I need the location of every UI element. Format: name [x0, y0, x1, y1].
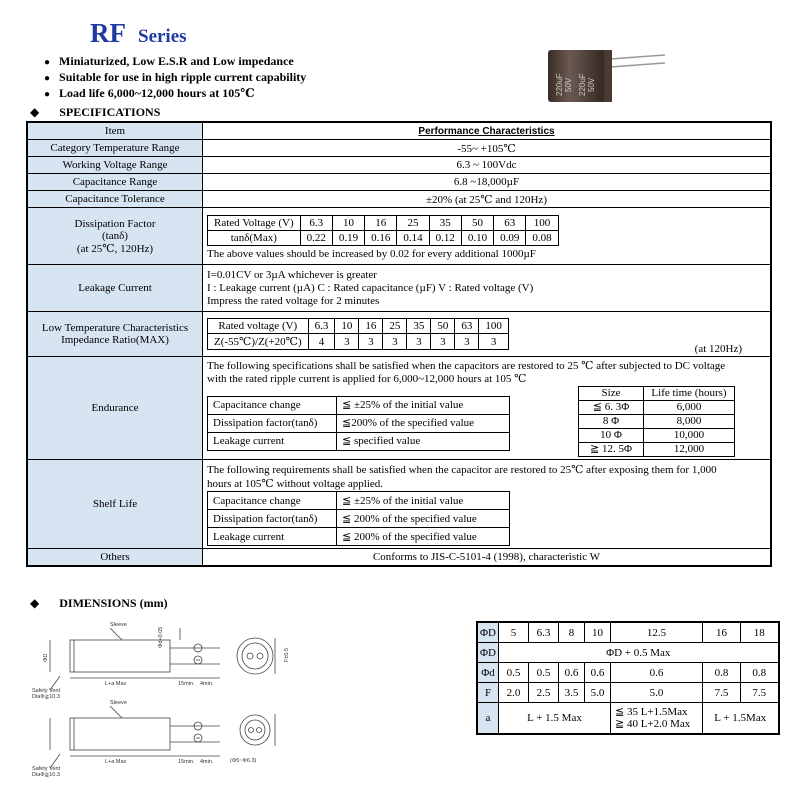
- temp-value: -55~ +105℃: [202, 139, 772, 157]
- low-temp-note: (at 120Hz): [694, 343, 742, 355]
- shelf-life-label: Shelf Life: [26, 459, 203, 549]
- series-code: RF: [90, 18, 126, 48]
- cap-label: 220uF: [578, 73, 587, 96]
- table-row: Low Temperature Characteristics Impedanc…: [26, 311, 772, 357]
- cap-label: 220uF: [555, 73, 564, 96]
- others-label: Others: [26, 548, 203, 567]
- svg-text:Sleeve: Sleeve: [110, 700, 127, 706]
- dissipation-table: Rated Voltage (V) 6.3 10 16 25 35 50 63 …: [207, 215, 559, 246]
- capacitor-outline: [69, 717, 171, 751]
- dimensions-table: ΦD 5 6.3 8 10 12.5 16 18 ΦD ΦD + 0.5 Max…: [476, 621, 780, 735]
- svg-text:4min.: 4min.: [200, 759, 214, 765]
- svg-text:Φd+0.05: Φd+0.05: [158, 627, 164, 648]
- voltage-label: Working Voltage Range: [26, 156, 203, 174]
- performance-header: Performance Characteristics: [202, 121, 772, 140]
- min15-label: 15min.: [178, 681, 195, 687]
- svg-text:L+a Max: L+a Max: [105, 759, 126, 765]
- dimensions-heading: ◆DIMENSIONS (mm): [30, 596, 168, 610]
- table-row: F 2.0 2.5 3.5 5.0 5.0 7.5 7.5: [476, 682, 779, 703]
- table-row: a L + 1.5 Max ≦ 35 L+1.5Max ≧ 40 L+2.0 M…: [476, 702, 779, 735]
- table-row: ΦD ΦD + 0.5 Max: [476, 642, 779, 663]
- capacitance-value: 6.8 ~18,000µF: [202, 173, 772, 191]
- sleeve-label: Sleeve: [110, 622, 127, 628]
- feature-item: Suitable for use in high ripple current …: [48, 70, 306, 86]
- shelf-life-value: The following requirements shall be sati…: [202, 459, 772, 549]
- endurance-value: The following specifications shall be sa…: [202, 356, 772, 460]
- table-row: Item Performance Characteristics: [26, 121, 772, 140]
- feature-item: Miniaturized, Low E.S.R and Low impedanc…: [48, 54, 306, 70]
- top-view-circle: [236, 637, 274, 675]
- svg-text:F±0.5: F±0.5: [284, 648, 290, 662]
- table-row: Endurance The following specifications s…: [26, 356, 772, 460]
- cap-label: 50V: [564, 77, 573, 92]
- table-row: Others Conforms to JIS-C-5101-4 (1998), …: [26, 548, 772, 567]
- tolerance-value: ±20% (at 25℃ and 120Hz): [202, 190, 772, 208]
- svg-text:ΦD: ΦD: [43, 654, 49, 662]
- min4-label: 4min.: [200, 681, 214, 687]
- svg-text:15min.: 15min.: [178, 759, 195, 765]
- cap-label: 50V: [587, 77, 596, 92]
- table-row: Shelf Life The following requirements sh…: [26, 459, 772, 549]
- vent-label: Safety Vent: [32, 688, 61, 694]
- others-value: Conforms to JIS-C-5101-4 (1998), charact…: [202, 548, 772, 567]
- tolerance-label: Capacitance Tolerance: [26, 190, 203, 208]
- feature-list: Miniaturized, Low E.S.R and Low impedanc…: [48, 54, 306, 102]
- specifications-heading: ◆SPECIFICATIONS: [30, 105, 161, 119]
- series-title: RF Series: [90, 18, 187, 49]
- table-row: Leakage Current I=0.01CV or 3µA whicheve…: [26, 264, 772, 312]
- table-row: Capacitance Range 6.8 ~18,000µF: [26, 173, 772, 191]
- voltage-value: 6.3 ~ 100Vdc: [202, 156, 772, 174]
- table-row: Category Temperature Range -55~ +105℃: [26, 139, 772, 157]
- temp-label: Category Temperature Range: [26, 139, 203, 157]
- series-word: Series: [138, 26, 187, 47]
- table-row: Dissipation Factor (tanδ) (at 25℃, 120Hz…: [26, 207, 772, 265]
- item-header: Item: [26, 121, 203, 140]
- table-row: Capacitance Tolerance ±20% (at 25℃ and 1…: [26, 190, 772, 208]
- capacitance-label: Capacitance Range: [26, 173, 203, 191]
- dimension-drawing-bottom: Sleeve L+a Max 15min. 4min. Safety Vent …: [32, 700, 276, 778]
- length-label: L+a Max: [105, 681, 126, 687]
- dissipation-note: The above values should be increased by …: [207, 248, 536, 260]
- specifications-table: Item Performance Characteristics Categor…: [26, 121, 772, 567]
- table-row: Φd 0.5 0.5 0.6 0.6 0.6 0.8 0.8: [476, 662, 779, 683]
- top-view-circle: [239, 714, 271, 746]
- diameter-note: (Φ5~Φ6.3): [230, 758, 257, 764]
- capacitor-body: [548, 50, 610, 102]
- table-row: ΦD 5 6.3 8 10 12.5 16 18: [476, 621, 779, 643]
- svg-text:DiaΦ≧10.3: DiaΦ≧10.3: [32, 772, 60, 778]
- leakage-label: Leakage Current: [26, 264, 203, 312]
- shelf-life-table: Capacitance change≦ ±25% of the initial …: [207, 491, 510, 546]
- dissipation-value: Rated Voltage (V) 6.3 10 16 25 35 50 63 …: [202, 207, 772, 265]
- low-temp-table: Rated voltage (V) 6.3 10 16 25 35 50 63 …: [207, 318, 509, 350]
- capacitor-outline: [69, 639, 171, 673]
- feature-item: Load life 6,000~12,000 hours at 105℃: [48, 86, 306, 102]
- vent-dia-label: DiaΦ≧10.3: [32, 694, 60, 700]
- svg-text:Safety Vent: Safety Vent: [32, 766, 61, 772]
- leakage-value: I=0.01CV or 3µA whichever is greater I :…: [202, 264, 772, 312]
- capacitor-image: 220uF 50V 220uF 50V: [548, 50, 666, 102]
- dimension-drawing-top: Sleeve L+a Max 15min. 4min. Safety Vent …: [32, 622, 290, 700]
- endurance-label: Endurance: [26, 356, 203, 460]
- low-temp-label: Low Temperature Characteristics Impedanc…: [26, 311, 203, 357]
- diamond-bullet-icon: ◆: [30, 105, 40, 119]
- endurance-table: Capacitance change≦ ±25% of the initial …: [207, 396, 510, 451]
- table-row: Working Voltage Range 6.3 ~ 100Vdc: [26, 156, 772, 174]
- dissipation-label: Dissipation Factor (tanδ) (at 25℃, 120Hz…: [26, 207, 203, 265]
- diamond-bullet-icon: ◆: [30, 596, 40, 610]
- low-temp-value: Rated voltage (V) 6.3 10 16 25 35 50 63 …: [202, 311, 772, 357]
